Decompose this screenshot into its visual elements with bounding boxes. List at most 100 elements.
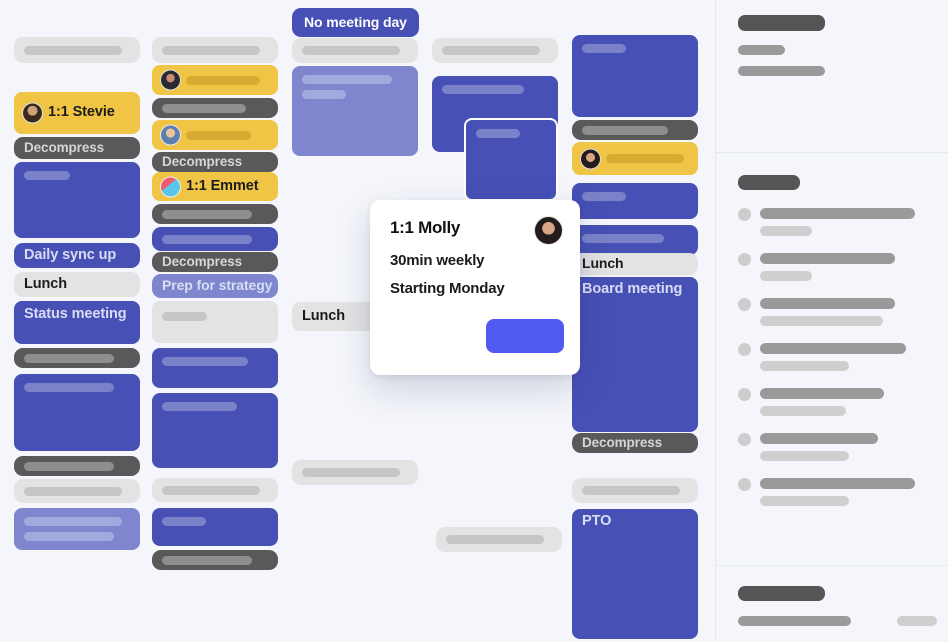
- calendar-event-decompress[interactable]: Decompress: [572, 433, 698, 453]
- sidebar-list-item[interactable]: [716, 428, 948, 476]
- sidebar-placeholder-bar: [760, 433, 878, 444]
- event-placeholder-bar: [24, 532, 114, 541]
- status-dot-icon: [738, 298, 751, 311]
- sidebar-section-footer: [716, 566, 948, 642]
- calendar-event[interactable]: [152, 301, 278, 343]
- sidebar-list-item[interactable]: [716, 383, 948, 431]
- sidebar-placeholder-bar: [760, 388, 884, 399]
- sidebar-placeholder-bar: [760, 316, 883, 326]
- calendar-event[interactable]: [152, 508, 278, 546]
- event-placeholder-bar: [162, 402, 237, 411]
- calendar-event-decompress[interactable]: Decompress: [152, 152, 278, 172]
- sidebar-list-item[interactable]: [716, 248, 948, 296]
- right-sidebar: [715, 0, 948, 641]
- calendar-event-lunch[interactable]: Lunch: [14, 272, 140, 297]
- event-title: Decompress: [162, 254, 243, 269]
- sidebar-list-item[interactable]: [716, 293, 948, 341]
- calendar-event[interactable]: [152, 37, 278, 63]
- calendar-event[interactable]: [14, 479, 140, 503]
- calendar-event[interactable]: [14, 456, 140, 476]
- event-detail-popup[interactable]: 1:1 Molly 30min weekly Starting Monday: [370, 200, 580, 375]
- calendar-event[interactable]: [14, 348, 140, 368]
- event-placeholder-bar: [162, 46, 260, 55]
- sidebar-section-header: [716, 0, 948, 152]
- sidebar-placeholder-bar: [760, 478, 915, 489]
- calendar-event[interactable]: [436, 527, 562, 552]
- status-dot-icon: [738, 433, 751, 446]
- calendar-event[interactable]: [152, 98, 278, 118]
- calendar-event-overlapping[interactable]: [464, 118, 558, 201]
- calendar-event[interactable]: [152, 204, 278, 224]
- calendar-event-status-meeting[interactable]: Status meeting: [14, 301, 140, 344]
- calendar-event[interactable]: [572, 142, 698, 175]
- popup-confirm-button[interactable]: [486, 319, 564, 353]
- event-placeholder-bar: [162, 357, 248, 366]
- calendar-event[interactable]: [152, 393, 278, 468]
- calendar-event[interactable]: [572, 120, 698, 140]
- sidebar-placeholder-bar: [897, 616, 937, 626]
- calendar-event-1-1-stevie[interactable]: 1:1 Stevie: [14, 92, 140, 134]
- calendar-event[interactable]: [292, 460, 418, 485]
- sidebar-list-item[interactable]: [716, 203, 948, 251]
- calendar-event[interactable]: [572, 225, 698, 255]
- sidebar-placeholder-bar: [760, 226, 812, 236]
- attendee-avatar-icon: [160, 176, 181, 197]
- sidebar-placeholder-bar: [760, 451, 849, 461]
- calendar-event[interactable]: [572, 183, 698, 219]
- sidebar-footer-title-placeholder: [738, 586, 825, 601]
- event-title: 1:1 Stevie: [48, 104, 115, 120]
- popup-start: Starting Monday: [390, 280, 505, 297]
- event-placeholder-bar: [24, 46, 122, 55]
- calendar-event[interactable]: [572, 478, 698, 503]
- calendar-event-decompress[interactable]: Decompress: [152, 252, 278, 272]
- calendar-event-lunch[interactable]: Lunch: [572, 253, 698, 275]
- calendar-event[interactable]: [152, 348, 278, 388]
- calendar-event[interactable]: [152, 65, 278, 95]
- event-placeholder-bar: [162, 517, 206, 526]
- calendar-event-decompress[interactable]: Decompress: [14, 137, 140, 159]
- event-placeholder-bar: [24, 354, 114, 363]
- calendar-grid: 1:1 Stevie Decompress Daily sync up Lunc…: [14, 0, 698, 641]
- sidebar-placeholder-bar: [760, 406, 846, 416]
- calendar-event[interactable]: [292, 38, 418, 63]
- event-placeholder-bar: [302, 468, 400, 477]
- sidebar-placeholder-bar: [760, 208, 915, 219]
- status-dot-icon: [738, 343, 751, 356]
- calendar-event-pto[interactable]: PTO: [572, 509, 698, 639]
- status-dot-icon: [738, 478, 751, 491]
- sidebar-list-item[interactable]: [716, 338, 948, 386]
- popup-title: 1:1 Molly: [390, 218, 461, 237]
- sidebar-divider: [716, 565, 948, 566]
- calendar-event[interactable]: [152, 227, 278, 251]
- calendar-event[interactable]: [152, 120, 278, 150]
- event-placeholder-bar: [302, 90, 346, 99]
- day-column-1: 1:1 Stevie Decompress Daily sync up Lunc…: [14, 0, 140, 641]
- calendar-event[interactable]: [14, 374, 140, 451]
- status-dot-icon: [738, 253, 751, 266]
- popup-duration: 30min weekly: [390, 252, 485, 269]
- calendar-event-daily-sync-up[interactable]: Daily sync up: [14, 243, 140, 268]
- popup-avatar-icon: [534, 216, 563, 245]
- calendar-event[interactable]: [152, 478, 278, 502]
- calendar-event[interactable]: [14, 508, 140, 550]
- sidebar-header-title-placeholder: [738, 15, 825, 31]
- event-title: Lunch: [302, 308, 345, 324]
- calendar-event[interactable]: [432, 38, 558, 63]
- calendar-event[interactable]: [292, 66, 418, 156]
- sidebar-placeholder-bar: [738, 616, 851, 626]
- attendee-avatar-icon: [22, 102, 43, 124]
- attendee-avatar-icon: [580, 148, 601, 169]
- calendar-event[interactable]: [152, 550, 278, 570]
- day-column-4: [432, 0, 562, 641]
- calendar-event-1-1-emmet[interactable]: 1:1 Emmet: [152, 172, 278, 201]
- calendar-event[interactable]: [14, 37, 140, 63]
- calendar-event-board-meeting[interactable]: Board meeting: [572, 277, 698, 432]
- sidebar-placeholder-bar: [760, 496, 849, 506]
- sidebar-placeholder-bar: [738, 45, 785, 55]
- calendar-event-prep-for-strategy[interactable]: Prep for strategy: [152, 274, 278, 298]
- sidebar-list-item[interactable]: [716, 473, 948, 521]
- event-placeholder-bar: [582, 234, 664, 243]
- calendar-event[interactable]: [572, 35, 698, 117]
- calendar-event[interactable]: [14, 162, 140, 238]
